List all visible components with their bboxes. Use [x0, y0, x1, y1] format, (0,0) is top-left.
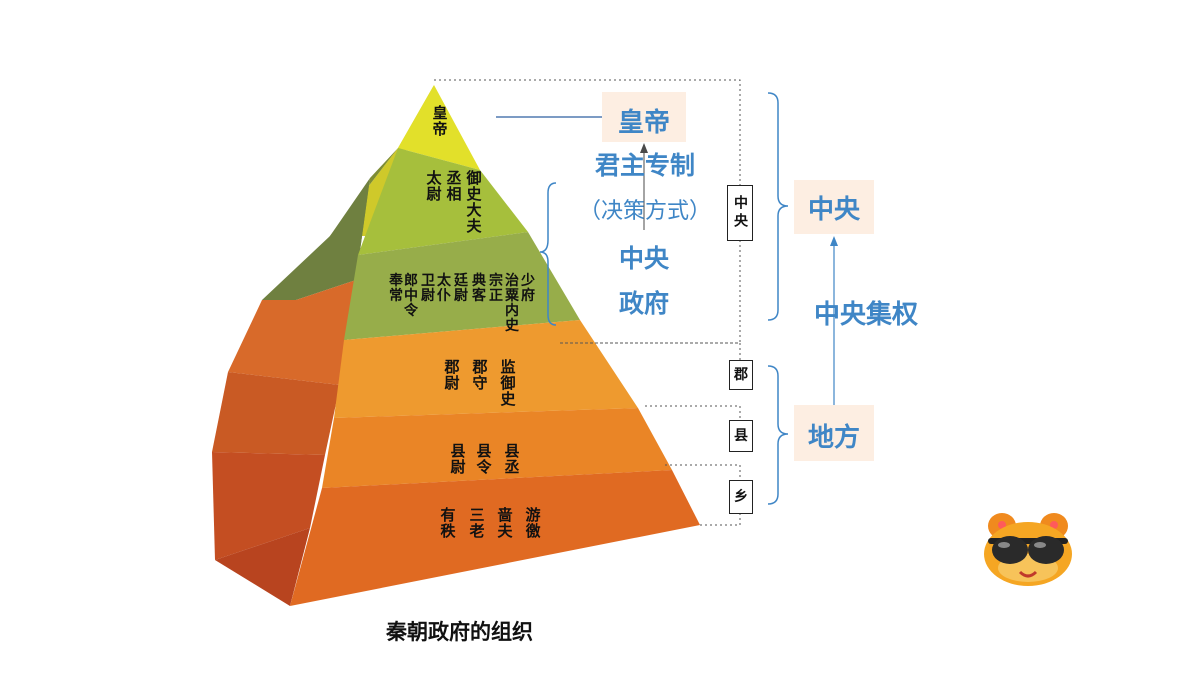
- level-5-left-face: [212, 452, 325, 560]
- central-brace: [767, 92, 789, 321]
- pyramid-level-6-label: 啬夫: [497, 506, 513, 540]
- pyramid-level-5-label: 县丞: [504, 442, 519, 476]
- sunglasses-mascot-icon: [984, 513, 1072, 586]
- level-2b-left-face: [262, 178, 370, 300]
- pyramid-level-3-label: 廷尉: [453, 272, 469, 304]
- level-6-left-face: [215, 528, 310, 606]
- decision-mode-annotation: （决策方式）: [579, 199, 711, 224]
- central-government-brace: [539, 182, 557, 326]
- pyramid-level-6-label: 游徼: [525, 506, 540, 540]
- emperor-annotation: 皇帝: [618, 107, 670, 138]
- emperor-highlight: [602, 92, 686, 142]
- pyramid-level-3-label: 奉常: [389, 272, 404, 304]
- pyramid-level-3-label: 宗正: [489, 272, 503, 304]
- level-3-front-face: [344, 232, 580, 340]
- centralization-annotation: 中央集权: [814, 299, 918, 330]
- pyramid-level-2-label: 丞相: [446, 169, 461, 203]
- township-box-label: 乡: [734, 489, 748, 505]
- level-6-front-face: [290, 470, 700, 606]
- commandery-box: 郡: [729, 360, 753, 390]
- pyramid-level-2-label: 太尉: [426, 169, 442, 203]
- pyramid-level-3-label: 少府: [520, 272, 535, 304]
- decision-arrow-head: [640, 143, 648, 153]
- pyramid-level-5-label: 县令: [476, 442, 492, 476]
- pyramid-level-6-label: 有秩: [440, 506, 456, 540]
- local-highlight: [794, 405, 874, 461]
- diagram-caption: 秦朝政府的组织: [386, 620, 533, 644]
- pyramid-level-1-label: 皇帝: [432, 104, 447, 138]
- level-2-front-face: [358, 148, 528, 255]
- pyramid-level-4-label: 监御史: [499, 358, 516, 408]
- level-4-left-face: [212, 372, 340, 455]
- county-box: 县: [729, 420, 753, 452]
- level-4-front-face: [334, 320, 638, 418]
- county-box-label: 县: [734, 428, 748, 444]
- level-5-front-face: [322, 408, 672, 488]
- central-government-line2: 政府: [619, 289, 669, 318]
- commandery-box-label: 郡: [734, 367, 748, 383]
- central-box: 中央: [727, 185, 753, 241]
- local-brace: [767, 365, 789, 505]
- pyramid-level-3-label: 治粟内史: [504, 272, 520, 334]
- pyramid-level-3-label: 卫尉: [421, 273, 435, 304]
- central-government-line1: 中央: [619, 244, 670, 273]
- pyramid-level-4-label: 郡守: [471, 358, 487, 392]
- pyramid-level-4-label: 郡尉: [443, 358, 459, 392]
- pyramid-level-3-label: 典客: [471, 272, 487, 304]
- central-highlight: [794, 180, 874, 234]
- pyramid-labels: 皇帝太尉丞相御史大夫奉常郎中令卫尉太仆廷尉典客宗正治粟内史少府郡尉郡守监御史县尉…: [389, 104, 541, 540]
- central-box-label: 中央: [732, 195, 748, 231]
- pyramid-level-3-label: 太仆: [437, 272, 452, 304]
- level-3-left-face: [228, 280, 356, 385]
- dashed-connectors: [434, 79, 741, 526]
- central-annotation: 中央: [808, 195, 861, 225]
- centralization-arrow-head: [830, 236, 838, 246]
- local-annotation: 地方: [808, 422, 860, 453]
- autocracy-annotation: 君主专制: [595, 151, 695, 180]
- pyramid-level-2-label: 御史大夫: [465, 169, 482, 235]
- pyramid-level-3-label: 郎中令: [403, 272, 419, 319]
- township-box: 乡: [729, 480, 753, 514]
- level-1-front-face: [398, 85, 480, 170]
- pyramid-level-6-label: 三老: [468, 506, 484, 540]
- pyramid-level-5-label: 县尉: [450, 442, 465, 476]
